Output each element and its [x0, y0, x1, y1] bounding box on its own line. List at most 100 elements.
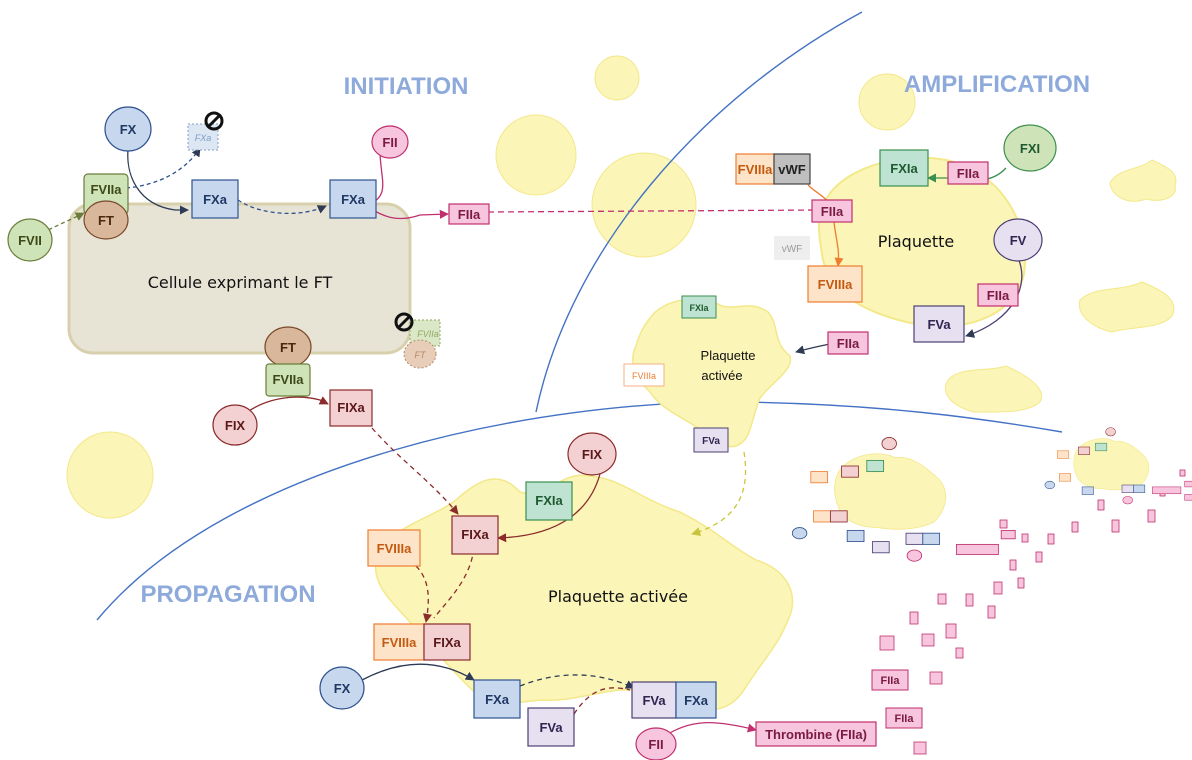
mini-node — [813, 510, 831, 523]
node-fva-prothrombinase-label: FVa — [642, 693, 666, 708]
thrombin-particle — [987, 605, 996, 619]
node-fix-label: FIX — [225, 418, 246, 433]
small-activated-platelet-label-1: Plaquette — [701, 348, 756, 363]
thrombin-burst: FIIa FIIa — [871, 469, 1186, 755]
inhibition-icon-bar — [206, 113, 222, 129]
thrombin-particle — [1009, 559, 1017, 571]
node-fvii-label: FVII — [18, 233, 42, 248]
thrombin-particle — [999, 519, 1008, 529]
node-fva-small-label: FVa — [702, 436, 720, 447]
thrombin-particle — [879, 635, 895, 651]
inhibition-icon-2-bar — [396, 314, 412, 330]
node-fviiia-prop-label: FVIIIa — [377, 541, 412, 556]
node-fviia-inhibited-label: FVIIa — [417, 329, 439, 339]
thrombin-particle — [965, 593, 974, 607]
node-fv — [993, 218, 1043, 262]
node-fviiia-amp-label: FVIIIa — [818, 277, 853, 292]
arrow-fvii-to-fviia — [29, 212, 85, 241]
node-fii-prop-label: FII — [648, 737, 663, 752]
thrombin-particle — [921, 633, 935, 647]
thrombin-particle — [1179, 469, 1186, 477]
node-fva-amp — [913, 305, 965, 343]
node-fviiia-bound — [735, 153, 775, 185]
node-ft-2-label: FT — [280, 340, 296, 355]
node-fii-prop — [635, 727, 677, 760]
thrombin-particle — [913, 741, 927, 755]
node-fiia-amp-3-label: FIIa — [987, 288, 1010, 303]
node-fxia-label: FXIa — [890, 161, 918, 176]
arrow-fixa-to-platelet — [371, 427, 459, 515]
node-fxa-inhibited-label: FXa — [195, 133, 212, 143]
mini-node — [906, 549, 923, 562]
mini-node — [846, 529, 865, 543]
node-fxa-prothrombinase — [675, 681, 717, 719]
node-fv-label: FV — [1010, 233, 1027, 248]
mini-node — [1057, 450, 1070, 459]
node-fix-prop-label: FIX — [582, 447, 603, 462]
mini-node — [1081, 486, 1094, 495]
node-ft — [83, 200, 129, 240]
mini-node — [1105, 427, 1116, 437]
node-fiia-amp-3 — [977, 283, 1019, 307]
amplification-nodes: FVIIIa vWF FXIa FIIa FXI FIIa vWF FVIIIa… — [623, 124, 1057, 453]
mini-node — [829, 510, 848, 523]
platelet-circle — [495, 114, 577, 196]
mini-node — [881, 437, 897, 451]
node-fiia-amp-1 — [947, 161, 989, 185]
node-fixa-prop — [451, 515, 499, 555]
resting-platelet — [817, 156, 1026, 328]
node-vwf-bound-label: vWF — [778, 162, 806, 177]
platelet-shape — [1078, 281, 1175, 333]
node-fiia-burst-1-label: FIIa — [881, 675, 901, 687]
mini-node — [1059, 473, 1071, 482]
tf-cell-label: Cellule exprimant le FT — [148, 273, 333, 292]
node-fva-prop-label: FVa — [539, 720, 563, 735]
mini-node — [1184, 494, 1192, 501]
phase-title-initiation: INITIATION — [344, 73, 469, 100]
mini-node — [1152, 486, 1182, 495]
mini-node — [841, 465, 859, 478]
arrow-fviiia-to-complex — [415, 565, 432, 623]
mini-node — [1184, 480, 1192, 488]
node-vwf-free — [774, 236, 810, 260]
node-fixa-tenase — [423, 623, 471, 661]
mini-platelet — [834, 453, 947, 530]
mini-propagation-1 — [791, 437, 1016, 562]
node-fviiia-tenase — [373, 623, 425, 661]
node-ft-inhibited — [403, 339, 437, 369]
resting-platelet-label: Plaquette — [878, 232, 954, 251]
node-fviiia-tenase-label: FVIIIa — [382, 635, 417, 650]
mini-node — [866, 459, 885, 473]
mini-node — [955, 543, 999, 555]
node-fxia-prop-label: FXIa — [535, 493, 563, 508]
thrombin-particle — [1147, 509, 1156, 523]
phase-title-propagation: PROPAGATION — [140, 581, 315, 608]
initiation-nodes: FX FXa FVII FVIIa FT FXa FXa FII FIIa FV… — [7, 106, 490, 446]
node-fviia-2-label: FVIIa — [272, 372, 304, 387]
mini-node — [1000, 529, 1016, 540]
arrow-fixa-to-complex — [433, 547, 475, 619]
node-fix — [212, 404, 258, 446]
mini-platelet — [1073, 438, 1150, 491]
node-fviiia-small-label: FVIIIa — [632, 371, 656, 381]
mini-node — [922, 532, 941, 545]
node-ft-inhibited-label: FT — [415, 350, 427, 360]
node-ft-label: FT — [98, 213, 114, 228]
node-fixa — [329, 389, 373, 427]
node-fviiia-prop — [367, 529, 421, 567]
node-fiia-amp-2-label: FIIa — [821, 204, 844, 219]
node-fxia-small — [681, 295, 717, 319]
node-fvii — [7, 218, 53, 262]
node-fviiia-small — [623, 363, 665, 387]
node-fxi-label: FXI — [1020, 141, 1040, 156]
arrow-fxa-to-prothrombinase — [519, 674, 635, 689]
mini-node — [905, 532, 924, 545]
large-activated-platelet-label: Plaquette activée — [548, 587, 688, 606]
mini-node — [1095, 442, 1108, 452]
node-fix-prop — [567, 432, 617, 476]
arrow-to-activated-platelet — [795, 343, 831, 355]
node-fiia-burst-1 — [871, 669, 909, 691]
inhibition-icon-2 — [394, 312, 414, 332]
thrombin-particle — [1035, 551, 1043, 563]
platelet-circle — [591, 152, 697, 258]
